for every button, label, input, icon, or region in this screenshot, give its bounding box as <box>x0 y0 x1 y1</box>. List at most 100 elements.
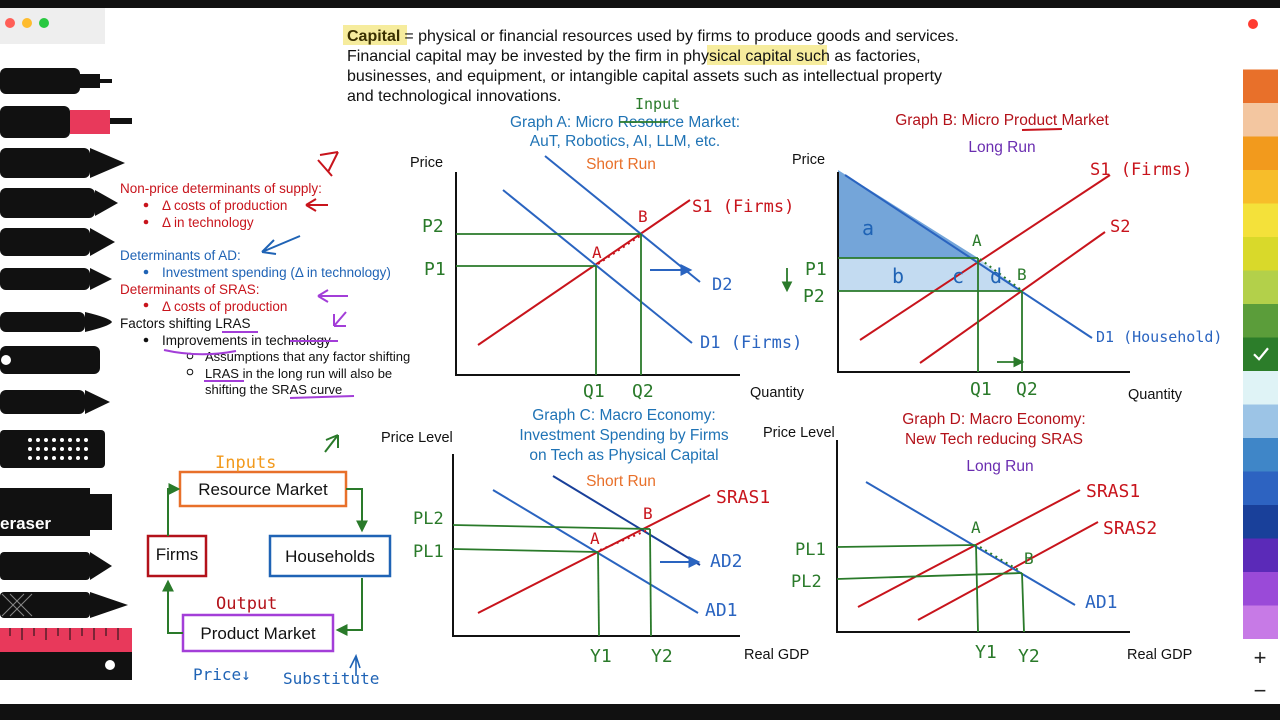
color-swatch[interactable] <box>1243 505 1278 539</box>
graph-d-y1-label: Y1 <box>975 642 997 663</box>
note-arrow-2 <box>305 198 328 212</box>
record-indicator-icon <box>1248 19 1258 29</box>
dotted-tool[interactable] <box>0 430 105 468</box>
graph-d-ad1-curve <box>865 481 1076 606</box>
graph-d-title-2: New Tech reducing SRAS <box>905 431 1083 448</box>
color-swatch[interactable] <box>1243 270 1278 305</box>
graph-b-s1-curve <box>859 174 1111 341</box>
graph-b-area-b <box>838 258 1022 291</box>
graph-d-title-1: Graph D: Macro Economy: <box>902 411 1085 428</box>
definition-block: Capital= physical or financial resources… <box>343 25 959 105</box>
close-window-button[interactable] <box>5 18 15 28</box>
note-arrow-5 <box>333 311 347 327</box>
graph-a-input-annotation: Input <box>635 95 680 113</box>
graph-d-axes <box>836 440 1130 633</box>
firms-box <box>146 534 208 578</box>
color-swatch[interactable] <box>1243 337 1278 372</box>
graph-b-area-c-label: c <box>952 264 964 288</box>
graph-b-point-a: A <box>972 231 982 250</box>
graph-c-point-a: A <box>590 529 600 548</box>
color-swatch[interactable] <box>1243 69 1278 104</box>
brush-tool[interactable] <box>0 268 112 290</box>
color-swatch[interactable] <box>1243 572 1278 606</box>
definition-line4: and technological innovations. <box>347 88 561 105</box>
marker-tool[interactable] <box>0 68 112 94</box>
brush-tool-2[interactable] <box>0 312 112 332</box>
lras-item: Improvements in technology <box>162 333 331 348</box>
graph-a-xlabel: Quantity <box>750 385 805 401</box>
graph-c-xlabel: Real GDP <box>744 647 809 663</box>
eraser-label: eraser <box>0 514 51 533</box>
graph-c-ad1-label: AD1 <box>705 600 738 621</box>
nib-pen-tool[interactable] <box>0 390 110 414</box>
graph-d-point-a: A <box>971 518 981 537</box>
graph-a-q2-label: Q2 <box>632 381 654 402</box>
graph-a: Graph A: Micro Resource Market: AuT, Rob… <box>410 95 805 402</box>
pen-tool-2[interactable] <box>0 188 118 218</box>
color-swatch[interactable] <box>1243 605 1278 640</box>
graph-b-d1-curve <box>844 174 1093 339</box>
graph-c-sras1-curve <box>477 494 711 614</box>
color-swatch[interactable] <box>1243 170 1278 204</box>
graph-b-point-b: B <box>1017 265 1027 284</box>
nonprice-item-1: Δ costs of production <box>162 198 287 213</box>
nonprice-item-2: Δ in technology <box>162 215 254 230</box>
color-swatch[interactable] <box>1243 538 1278 573</box>
graph-a-p1-label: P1 <box>424 259 446 280</box>
eraser-tool[interactable]: eraser <box>0 488 112 536</box>
graph-b-title: Graph B: Micro Product Market <box>895 112 1109 129</box>
graph-c-pl1-label: PL1 <box>413 542 444 562</box>
graph-d-ylabel: Price Level <box>763 425 835 441</box>
product-market-label: Product Market <box>200 624 316 643</box>
substitute-annotation: Substitute <box>283 669 379 688</box>
lras-sub-2: LRAS in the long run will also be <box>205 366 392 381</box>
red-marker-tool[interactable] <box>0 106 132 138</box>
color-swatch[interactable] <box>1243 203 1278 238</box>
graph-b-axes <box>837 172 1130 373</box>
ruler-tool[interactable] <box>0 628 132 680</box>
graph-c-y2-label: Y2 <box>651 646 673 667</box>
round-tool[interactable] <box>0 346 100 374</box>
graph-d-sras2-curve <box>917 521 1099 621</box>
color-palette: + − <box>1240 8 1280 704</box>
graph-b-s1-label: S1 (Firms) <box>1090 160 1192 180</box>
color-swatch[interactable] <box>1243 471 1278 506</box>
pencil-tool[interactable] <box>0 552 112 580</box>
pen-tool[interactable] <box>0 148 125 178</box>
graph-a-title-2: AuT, Robotics, AI, LLM, etc. <box>530 133 720 150</box>
color-swatch[interactable] <box>1243 103 1278 137</box>
pen-tool-3[interactable] <box>0 228 115 256</box>
note-arrow-3 <box>261 235 301 255</box>
zoom-in-button[interactable]: + <box>1254 645 1267 670</box>
lras-sub-3: shifting the SRAS curve <box>205 382 342 397</box>
graph-a-point-a: A <box>592 243 602 262</box>
graph-d-ad1-label: AD1 <box>1085 592 1118 613</box>
nonprice-heading: Non-price determinants of supply: <box>120 181 322 196</box>
graph-b-area-b-label: b <box>892 264 904 288</box>
graph-c-y1-label: Y1 <box>590 646 612 667</box>
color-swatch[interactable] <box>1243 304 1278 338</box>
definition-line1: Capital= physical or financial resources… <box>347 28 959 45</box>
graph-a-d2-label: D2 <box>712 275 732 295</box>
color-swatch[interactable] <box>1243 136 1278 171</box>
lras-sub-1: Assumptions that any factor shifting <box>205 349 410 364</box>
graph-b-area-a <box>838 170 978 258</box>
top-bar <box>0 0 1280 8</box>
color-swatch[interactable] <box>1243 36 1278 70</box>
graph-c-pl2-label: PL2 <box>413 509 444 529</box>
notes-block: Non-price determinants of supply: Δ cost… <box>120 151 410 453</box>
circular-flow-diagram: Resource Market Households Firms Product… <box>146 453 392 688</box>
definition-line2: Financial capital may be invested by the… <box>347 48 921 65</box>
maximize-window-button[interactable] <box>39 18 49 28</box>
color-swatch[interactable] <box>1243 237 1278 271</box>
graph-d-period: Long Run <box>966 458 1033 475</box>
color-swatch[interactable] <box>1243 371 1278 405</box>
color-swatch[interactable] <box>1243 438 1278 472</box>
graph-b-area-a-label: a <box>862 216 874 240</box>
color-swatch[interactable] <box>1243 404 1278 439</box>
pattern-tool[interactable] <box>0 592 128 618</box>
graph-c-period: Short Run <box>586 473 656 490</box>
graph-d-pl1-label: PL1 <box>795 540 826 560</box>
minimize-window-button[interactable] <box>22 18 32 28</box>
zoom-out-button[interactable]: − <box>1254 678 1267 703</box>
